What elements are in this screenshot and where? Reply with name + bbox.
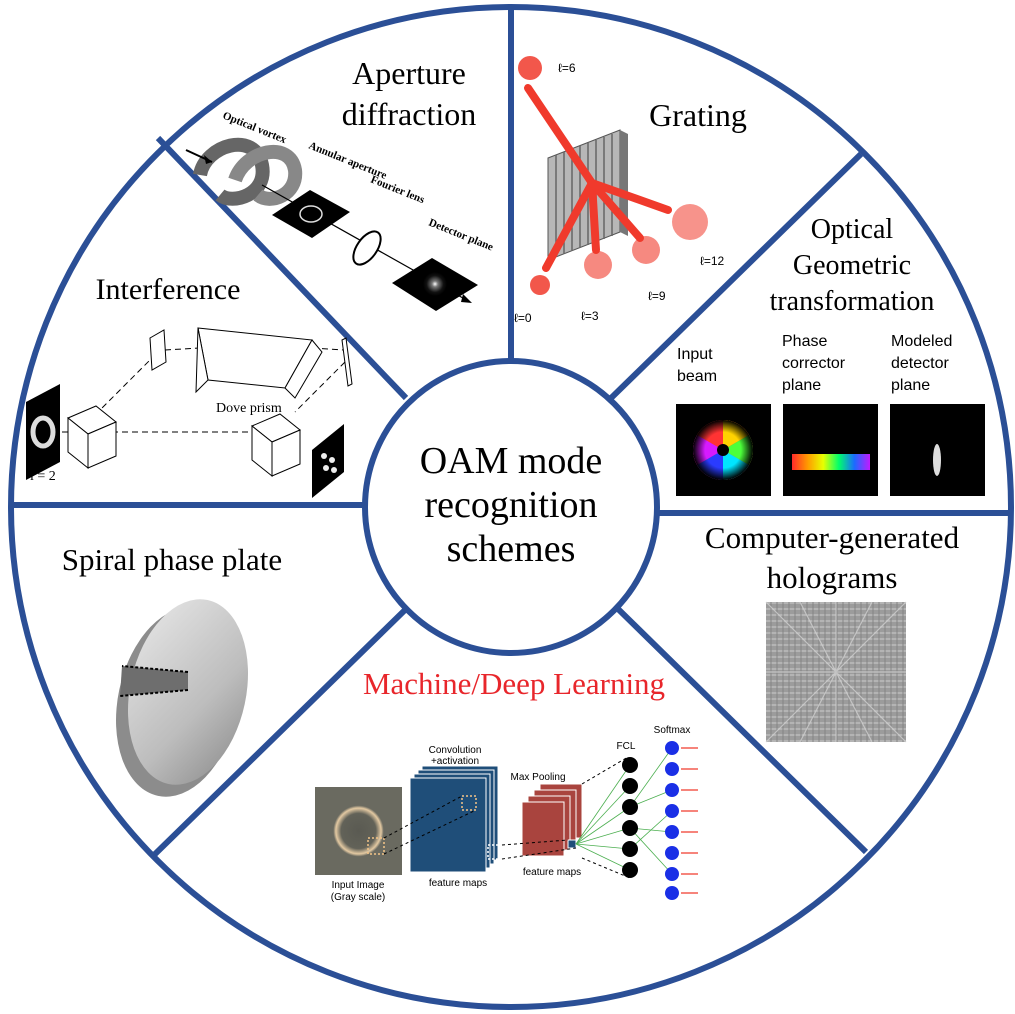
spiral-title: Spiral phase plate: [62, 542, 282, 577]
cgh-title-2: holograms: [767, 560, 898, 595]
beam-splitter-2: [251, 413, 301, 478]
annular-ring: [299, 205, 323, 223]
grating-title: Grating: [649, 97, 747, 133]
col3-label-b: detector: [891, 355, 949, 372]
mirror-2: [341, 337, 353, 387]
sector-optical-transformation: Optical Geometric transformation Input b…: [676, 214, 985, 496]
annular-aperture-plate: [272, 190, 350, 238]
conv-label-a: Convolution: [429, 745, 482, 756]
l-label: l = 2: [30, 469, 56, 484]
col3-label-c: plane: [891, 377, 930, 394]
grating-beams: [524, 84, 672, 272]
optical-title-1: Optical: [811, 214, 894, 245]
dashed-connectors: [383, 756, 631, 879]
input-beam-image: [676, 404, 771, 496]
output-mode-image: [312, 424, 344, 498]
center-line-1: OAM mode: [420, 440, 603, 482]
hologram-image: [765, 601, 907, 743]
conv-feature-stack: [409, 765, 499, 873]
sector-spiral-phase-plate: Spiral phase plate: [62, 542, 282, 797]
col2-label-c: plane: [782, 377, 821, 394]
conv-pool-box: [487, 844, 503, 860]
softmax-nodes: [665, 741, 679, 900]
axis-arrow: [461, 294, 472, 303]
fcl-to-softmax-lines: [575, 747, 673, 875]
label-l3: ℓ=3: [581, 309, 599, 323]
center-line-2: recognition: [424, 484, 597, 526]
sector-interference: Interference l = 2: [26, 273, 353, 498]
fourier-lens-shape: [352, 230, 382, 266]
pool-feature-stack: [521, 783, 583, 857]
sector-holograms: Computer-generated holograms: [705, 520, 960, 743]
col2-label-a: Phase: [782, 333, 827, 350]
softmax-label: Softmax: [654, 725, 691, 736]
spoke-upper-right: [604, 151, 864, 405]
input-label-a: Input Image: [332, 880, 385, 891]
spoke-upper-left: [155, 135, 409, 401]
label-l9: ℓ=9: [648, 289, 666, 303]
conv-label-b: +activation: [431, 756, 479, 767]
optical-title-2: Geometric: [793, 250, 911, 281]
label-l12: ℓ=12: [700, 254, 725, 268]
spoke-lower-right: [611, 602, 869, 855]
center-line-3: schemes: [447, 528, 576, 570]
fmap1-label: feature maps: [429, 878, 487, 889]
fmap2-label: feature maps: [523, 867, 581, 878]
ml-title: Machine/Deep Learning: [363, 666, 665, 701]
label-l6: ℓ=6: [558, 61, 576, 75]
interference-title: Interference: [96, 273, 241, 306]
col1-label-a: Input: [677, 346, 713, 363]
col2-label-b: corrector: [782, 355, 846, 372]
phase-corrector-image: [783, 404, 878, 496]
detector-plane-image: [890, 404, 985, 496]
aperture-title-1: Aperture: [352, 55, 466, 91]
wheel-frame: [8, 4, 1014, 1010]
col1-label-b: beam: [677, 368, 717, 385]
output-arrows: [681, 747, 698, 894]
aperture-title-2: diffraction: [342, 96, 476, 132]
label-l0: ℓ=0: [514, 311, 532, 325]
mirror-1: [149, 329, 167, 371]
fcl-nodes: [622, 757, 638, 878]
input-mode-image: [26, 384, 60, 480]
col3-label-a: Modeled: [891, 333, 952, 350]
cgh-title-1: Computer-generated: [705, 520, 960, 555]
input-image: [315, 787, 402, 875]
pool-kernel-box: [567, 839, 577, 849]
beam-splitter-1: [67, 405, 117, 470]
maxpool-label: Max Pooling: [510, 772, 565, 783]
grating-modes: [518, 56, 708, 295]
optical-title-3: transformation: [770, 286, 935, 317]
spoke-lower-left: [149, 606, 409, 860]
detector-spot: [423, 272, 447, 296]
optical-vortex-figure: [185, 137, 303, 206]
fcl-label: FCL: [617, 741, 636, 752]
sector-machine-learning: Machine/Deep Learning Input Image (Gray …: [315, 666, 698, 903]
spiral-plate-figure: [116, 599, 249, 797]
input-label-b: (Gray scale): [331, 892, 385, 903]
sector-grating: Grating: [514, 56, 747, 325]
conv-kernel-box: [461, 795, 477, 811]
center-circle: [362, 358, 660, 656]
dove-prism: [195, 327, 323, 399]
center-title: OAM mode recognition schemes: [420, 440, 603, 570]
dove-label: Dove prism: [216, 401, 282, 416]
